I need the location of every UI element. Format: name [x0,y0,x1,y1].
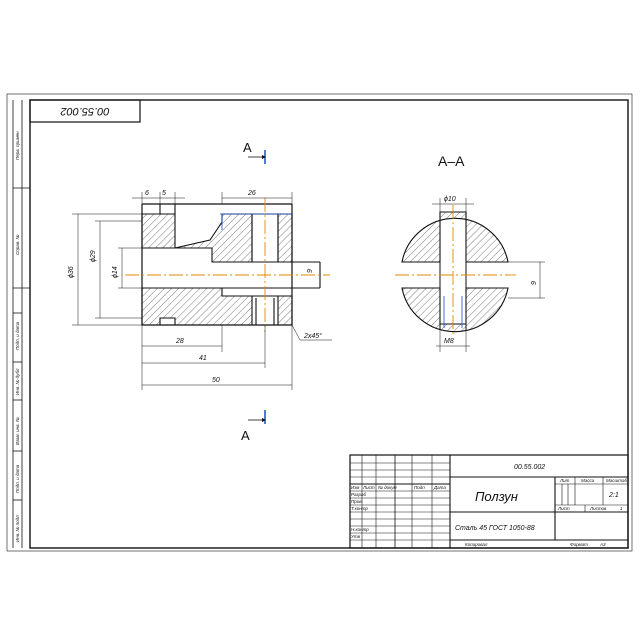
main-view: 6 5 26 ϕ36 ϕ29 ϕ14 9 28 41 [68,140,332,443]
tb-part-name: Ползун [475,489,518,504]
side-label-4: Взам. инв. № [15,417,20,445]
tb-sheets-value: 1 [620,506,623,511]
tb-scale-value: 2:1 [608,492,619,499]
tb-header-sign: Подп [414,485,425,490]
outer-frame [6,93,633,552]
section-aa-bottom [401,287,509,333]
tb-lit-header: Лит [559,478,570,483]
tb-format-label: Формат [570,542,588,547]
section-aa-top [401,211,509,263]
side-label-6: Инв. № подл [15,515,20,542]
dim-9-right: 9 [531,281,538,285]
tb-role-5: Утв [351,534,361,539]
side-label-5: Подп. и дата [15,464,20,493]
tb-format-value: A3 [599,542,606,547]
tb-scale-header: Масштаб [606,478,627,483]
dim-d29: ϕ29 [90,250,97,262]
tb-sheets-label: Листов [589,506,607,511]
tb-material: Сталь 45 ГОСТ 1050-88 [455,525,535,532]
section-view: A–A ϕ10 9 M8 [395,153,545,352]
section-hatch-bottom [141,287,253,326]
section-hatch-top-right [174,213,293,263]
tb-mass-header: Масса [581,478,595,483]
tb-role-2: Т.контр [351,506,368,511]
cut-label-bottom: A [241,428,250,443]
dim-26: 26 [247,190,256,197]
tb-header-doc: № докум [378,485,397,490]
cut-label-top: A [243,140,252,155]
section-view-title: A–A [438,153,465,169]
tb-role-0: Разраб [351,492,367,497]
dim-5: 5 [162,190,166,197]
tb-header-date: Дата [433,485,446,490]
drawing-number-rotated: 00.55.002 [61,105,110,117]
tb-role-4: Н.контр [351,527,369,532]
tb-copied: Копировал [465,542,488,547]
tb-header-izm: Изм [351,485,359,490]
dim-chamfer: 2x45° [303,332,322,340]
dim-50: 50 [212,377,220,384]
inner-frame [29,99,629,549]
side-label-2: Подп. и дата [15,321,20,350]
side-label-1: Справ. № [15,234,20,255]
side-label-0: Перв. примен [15,131,20,160]
dim-6: 6 [145,190,149,197]
section-hatch-top-left [141,213,176,249]
tb-header-list: Лист [362,485,375,490]
dim-m8: M8 [444,338,454,345]
tb-drawing-number: 00.55.002 [514,464,545,471]
dim-d14: ϕ14 [112,266,119,278]
dim-d36: ϕ36 [68,266,75,278]
title-block: Изм Лист № докум Подп Дата Разраб Пров Т… [349,454,629,549]
dim-9-left: 9 [307,269,314,273]
side-label-3: Инв. № дубл [15,368,20,395]
section-hatch-bottom-right [277,295,293,326]
tb-sheet-label: Лист [557,506,570,511]
tb-role-1: Пров [351,499,362,504]
dim-28: 28 [175,338,184,345]
binding-strip: Перв. примен Справ. № Подп. и дата Инв. … [12,100,30,548]
dim-41: 41 [199,355,207,362]
dim-d10: ϕ10 [444,196,456,203]
drawing-number-box [29,99,141,123]
